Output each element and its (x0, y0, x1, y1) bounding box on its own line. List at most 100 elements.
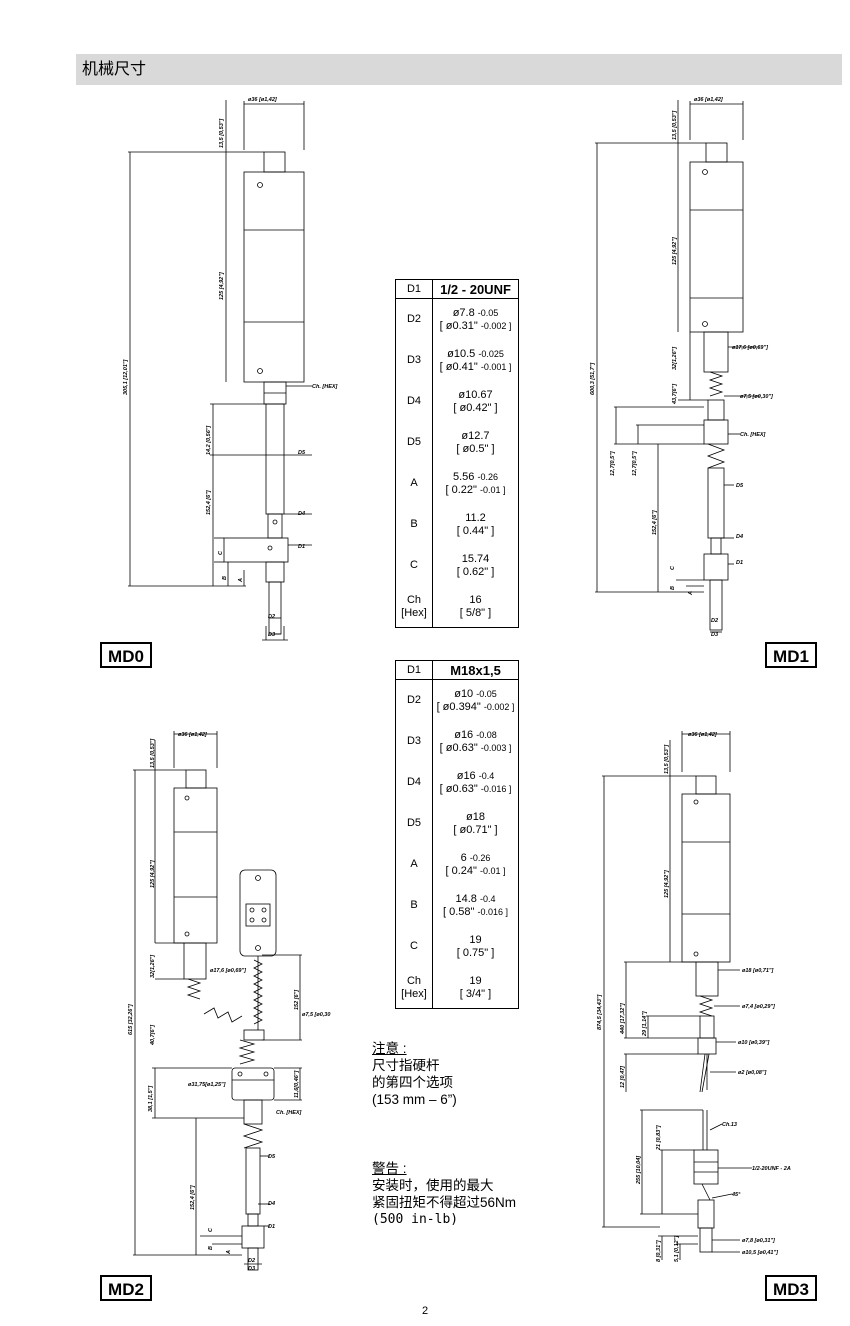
md2-dia3175-label: ø31,75[ø1,25"] (188, 1082, 226, 1088)
table-row-key: D4 (395, 381, 433, 422)
value-imperial: [ ø0.394" (436, 700, 481, 713)
table-row: Ch [Hex]19 [ 3/4" ] (395, 967, 519, 1009)
value-tolerance: -0.26 (469, 852, 491, 863)
table-row-value: ø7.8 -0.05[ ø0.31" -0.002 ] (432, 298, 519, 340)
md0-hex-label: Ch. [HEX] (312, 384, 338, 390)
md1-dia176-label: ø17,6 [ø0,69"] (732, 345, 768, 351)
table-row-key: B (395, 504, 433, 545)
value-imperial-tolerance: -0.016 ] (480, 783, 512, 794)
value-imperial-tolerance: -0.001 ] (480, 361, 512, 372)
md3-ch13-label: Ch.13 (722, 1122, 737, 1128)
value-imperial: [ 3/4" ] (459, 987, 492, 1000)
section-header: 机械尺寸 (76, 54, 842, 85)
table-row: Ch [Hex]16 [ 5/8" ] (395, 586, 519, 628)
md1-d6003-label: 600,3 [51,7"] (590, 363, 596, 395)
md3-dia2-label: ø2 [ø0,08"] (738, 1070, 766, 1076)
md0-d1-label: D1 (298, 544, 305, 550)
md1-d135-label: 13,5 [0,53"] (672, 111, 678, 140)
table-header-key: D1 (395, 660, 433, 680)
md2-d615-label: 615 [32,26"] (128, 1004, 134, 1035)
table-row-key: D5 (395, 803, 433, 844)
md1-d32-label: 32[1,26"] (672, 347, 678, 370)
md0-d142-label: 14,2 [0,56"] (206, 426, 212, 455)
md2-dia176-label: ø17,6 [ø0,69"] (210, 968, 246, 974)
md1-dia75-label: ø7,5 [ø0,30"] (740, 394, 773, 400)
md2-b-label: B (208, 1246, 214, 1250)
md1-dia36-label: ø36 [ø1,42] (694, 97, 723, 103)
note-torque-line-3: (500 in-lb) (372, 1212, 459, 1227)
note-rod-line-1: 尺寸指硬杆 (372, 1058, 440, 1073)
model-label-md3: MD3 (765, 1275, 817, 1301)
md2-d32-label: 32[1,26"] (150, 955, 156, 978)
md2-d4-label: D4 (268, 1201, 275, 1207)
table-row-key: Ch [Hex] (395, 586, 433, 628)
value-imperial: [ 0.58" (442, 905, 475, 918)
value-imperial: [ ø0.31" (439, 319, 478, 332)
md1-c-label: C (670, 565, 676, 570)
md1-d3-label: D3 (711, 632, 718, 638)
md1-d1524-label: 152,4 [6"] (652, 510, 658, 535)
value-imperial: [ 0.24" (445, 864, 477, 877)
table-row-key: D3 (395, 340, 433, 381)
md2-d381-label: 38,1 [1,5"] (148, 1086, 154, 1112)
value-imperial: [ ø0.63" (439, 741, 478, 754)
md3-d21-label: 21 [0,83"] (656, 1125, 662, 1151)
table-row-key: D5 (395, 422, 433, 463)
table-row-value: 14.8 -0.4[ 0.58" -0.016 ] (432, 885, 519, 926)
md2-d407-label: 40,7[6"] (150, 1025, 156, 1046)
note-rod-heading: 注意 : (372, 1041, 407, 1056)
md2-d1524-label: 152,4 [6"] (190, 1185, 196, 1210)
table-row-value: ø10.67 [ ø0.42" ] (432, 381, 519, 422)
md3-angle-label: 45° (731, 1192, 741, 1198)
md0-d135-label: 13,5 [0,53"] (219, 119, 225, 148)
table-row-key: C (395, 926, 433, 967)
value-tolerance: -0.08 (476, 729, 497, 740)
md0-d1524-label: 152,4 [6"] (206, 490, 212, 515)
md2-d5-label: D5 (268, 1154, 276, 1160)
md2-d116-label: 11,6[0,46"] (294, 1071, 300, 1098)
table-row-key: Ch [Hex] (395, 967, 433, 1009)
table-row-key: D2 (395, 298, 433, 340)
table-row-value: 6 -0.26[ 0.24" -0.01 ] (432, 844, 519, 885)
md3-dia18-label: ø18 [ø0,71"] (742, 968, 774, 974)
value-main: ø18 (466, 810, 485, 823)
note-torque-warning: 警告 : 安装时，使用的最大 紧固扭矩不得超过56Nm (500 in-lb) (372, 1160, 516, 1228)
value-imperial: [ 0.44" ] (456, 524, 495, 537)
note-rod-line-3: (153 mm – 6”) (372, 1092, 457, 1107)
md3-dia78-label: ø7,8 [ø0,31"] (742, 1238, 775, 1244)
md1-b-label: B (670, 586, 676, 590)
md1-d5-label: D5 (736, 483, 744, 489)
table-row-key: A (395, 844, 433, 885)
md2-a-label: A (226, 1250, 232, 1255)
table-header-key: D1 (395, 279, 433, 299)
value-imperial-tolerance: -0.002 ] (480, 320, 512, 331)
md2-hex-label: Ch. [HEX] (276, 1110, 302, 1116)
md3-dia105-label: ø10,5 [ø0,41"] (742, 1250, 778, 1256)
table-row-value: ø12.7 [ ø0.5" ] (432, 422, 519, 463)
md3-dia10-label: ø10 [ø0,39"] (738, 1040, 770, 1046)
drawing-md2 (133, 731, 302, 1271)
table-row-value: 11.2 [ 0.44" ] (432, 504, 519, 545)
md1-d1-label: D1 (736, 560, 743, 566)
page-number: 2 (421, 1305, 429, 1317)
table-row-key: B (395, 885, 433, 926)
md2-dia75-label: ø7,5 [ø0,30 (302, 1012, 330, 1018)
value-tolerance: -0.05 (476, 688, 497, 699)
table-row-value: ø10.5 -0.025[ ø0.41" -0.001 ] (432, 340, 519, 381)
md0-c-label: C (218, 550, 224, 555)
md2-d125-label: 125 [4,92"] (150, 860, 156, 888)
table-row-value: 16 [ 5/8" ] (432, 586, 519, 628)
value-main: ø16 (454, 728, 474, 741)
